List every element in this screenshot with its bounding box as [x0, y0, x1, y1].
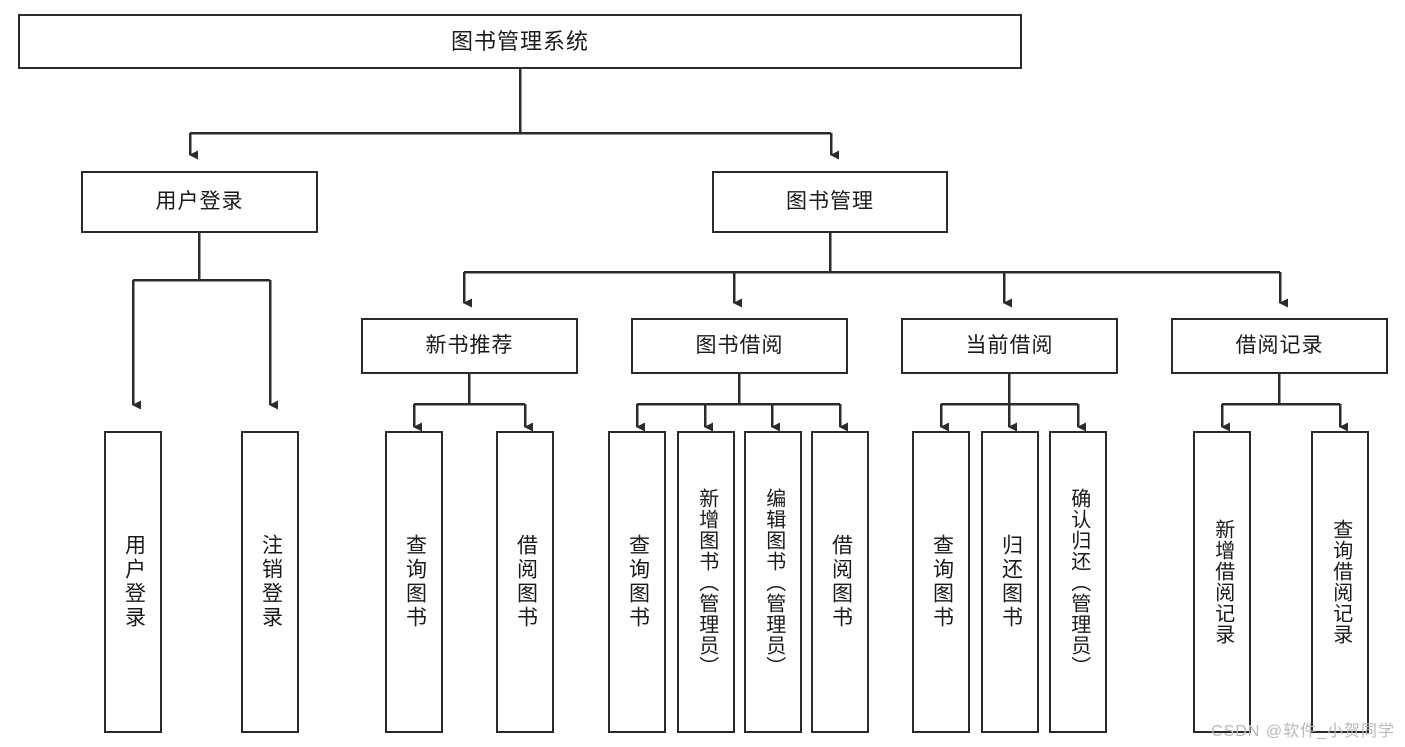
leaf-record-add-record-label: 新增借阅记录	[1211, 519, 1234, 645]
leaf-borrow-add-book-admin-label: 新增图书（管理员）	[695, 487, 718, 677]
leaf-record-query-record-label: 查询借阅记录	[1329, 519, 1352, 645]
node-root-library-system[interactable]: 图书管理系统	[18, 14, 1022, 69]
node-new-book-recommend-label: 新书推荐	[425, 333, 514, 357]
leaf-current-return-book-label: 归还图书	[999, 534, 1023, 630]
node-root-label: 图书管理系统	[450, 28, 589, 54]
node-current-borrow-label: 当前借阅	[965, 333, 1054, 357]
leaf-borrow-add-book-admin[interactable]: 新增图书（管理员）	[677, 431, 735, 733]
leaf-user-login-signout[interactable]: 注销登录	[241, 431, 299, 733]
node-user-login-label: 用户登录	[155, 189, 244, 213]
leaf-user-login-signin[interactable]: 用户登录	[104, 431, 162, 733]
leaf-user-login-signout-label: 注销登录	[259, 534, 283, 630]
leaf-record-query-record[interactable]: 查询借阅记录	[1311, 431, 1369, 733]
leaf-current-confirm-return-admin[interactable]: 确认归还（管理员）	[1049, 431, 1107, 733]
leaf-new-book-query-label: 查询图书	[403, 534, 427, 630]
node-current-borrow[interactable]: 当前借阅	[901, 318, 1118, 374]
node-book-borrow-label: 图书借阅	[695, 333, 784, 357]
leaf-new-book-borrow-label: 借阅图书	[514, 534, 538, 630]
leaf-new-book-borrow[interactable]: 借阅图书	[496, 431, 554, 733]
node-user-login[interactable]: 用户登录	[81, 171, 318, 233]
leaf-current-query-book-label: 查询图书	[930, 534, 954, 630]
leaf-borrow-borrow-book[interactable]: 借阅图书	[811, 431, 869, 733]
leaf-current-return-book[interactable]: 归还图书	[981, 431, 1039, 733]
leaf-record-add-record[interactable]: 新增借阅记录	[1193, 431, 1251, 733]
node-borrow-record[interactable]: 借阅记录	[1171, 318, 1388, 374]
node-book-management[interactable]: 图书管理	[712, 171, 948, 233]
leaf-borrow-edit-book-admin-label: 编辑图书（管理员）	[762, 487, 785, 677]
leaf-borrow-borrow-book-label: 借阅图书	[829, 534, 853, 630]
node-book-borrow[interactable]: 图书借阅	[631, 318, 848, 374]
leaf-user-login-signin-label: 用户登录	[122, 534, 146, 630]
leaf-borrow-query-book-label: 查询图书	[626, 534, 650, 630]
leaf-current-query-book[interactable]: 查询图书	[912, 431, 970, 733]
leaf-borrow-edit-book-admin[interactable]: 编辑图书（管理员）	[744, 431, 802, 733]
leaf-new-book-query[interactable]: 查询图书	[385, 431, 443, 733]
node-new-book-recommend[interactable]: 新书推荐	[361, 318, 578, 374]
leaf-borrow-query-book[interactable]: 查询图书	[608, 431, 666, 733]
node-book-management-label: 图书管理	[786, 189, 874, 213]
leaf-current-confirm-return-admin-label: 确认归还（管理员）	[1067, 487, 1090, 677]
node-borrow-record-label: 借阅记录	[1235, 333, 1324, 357]
